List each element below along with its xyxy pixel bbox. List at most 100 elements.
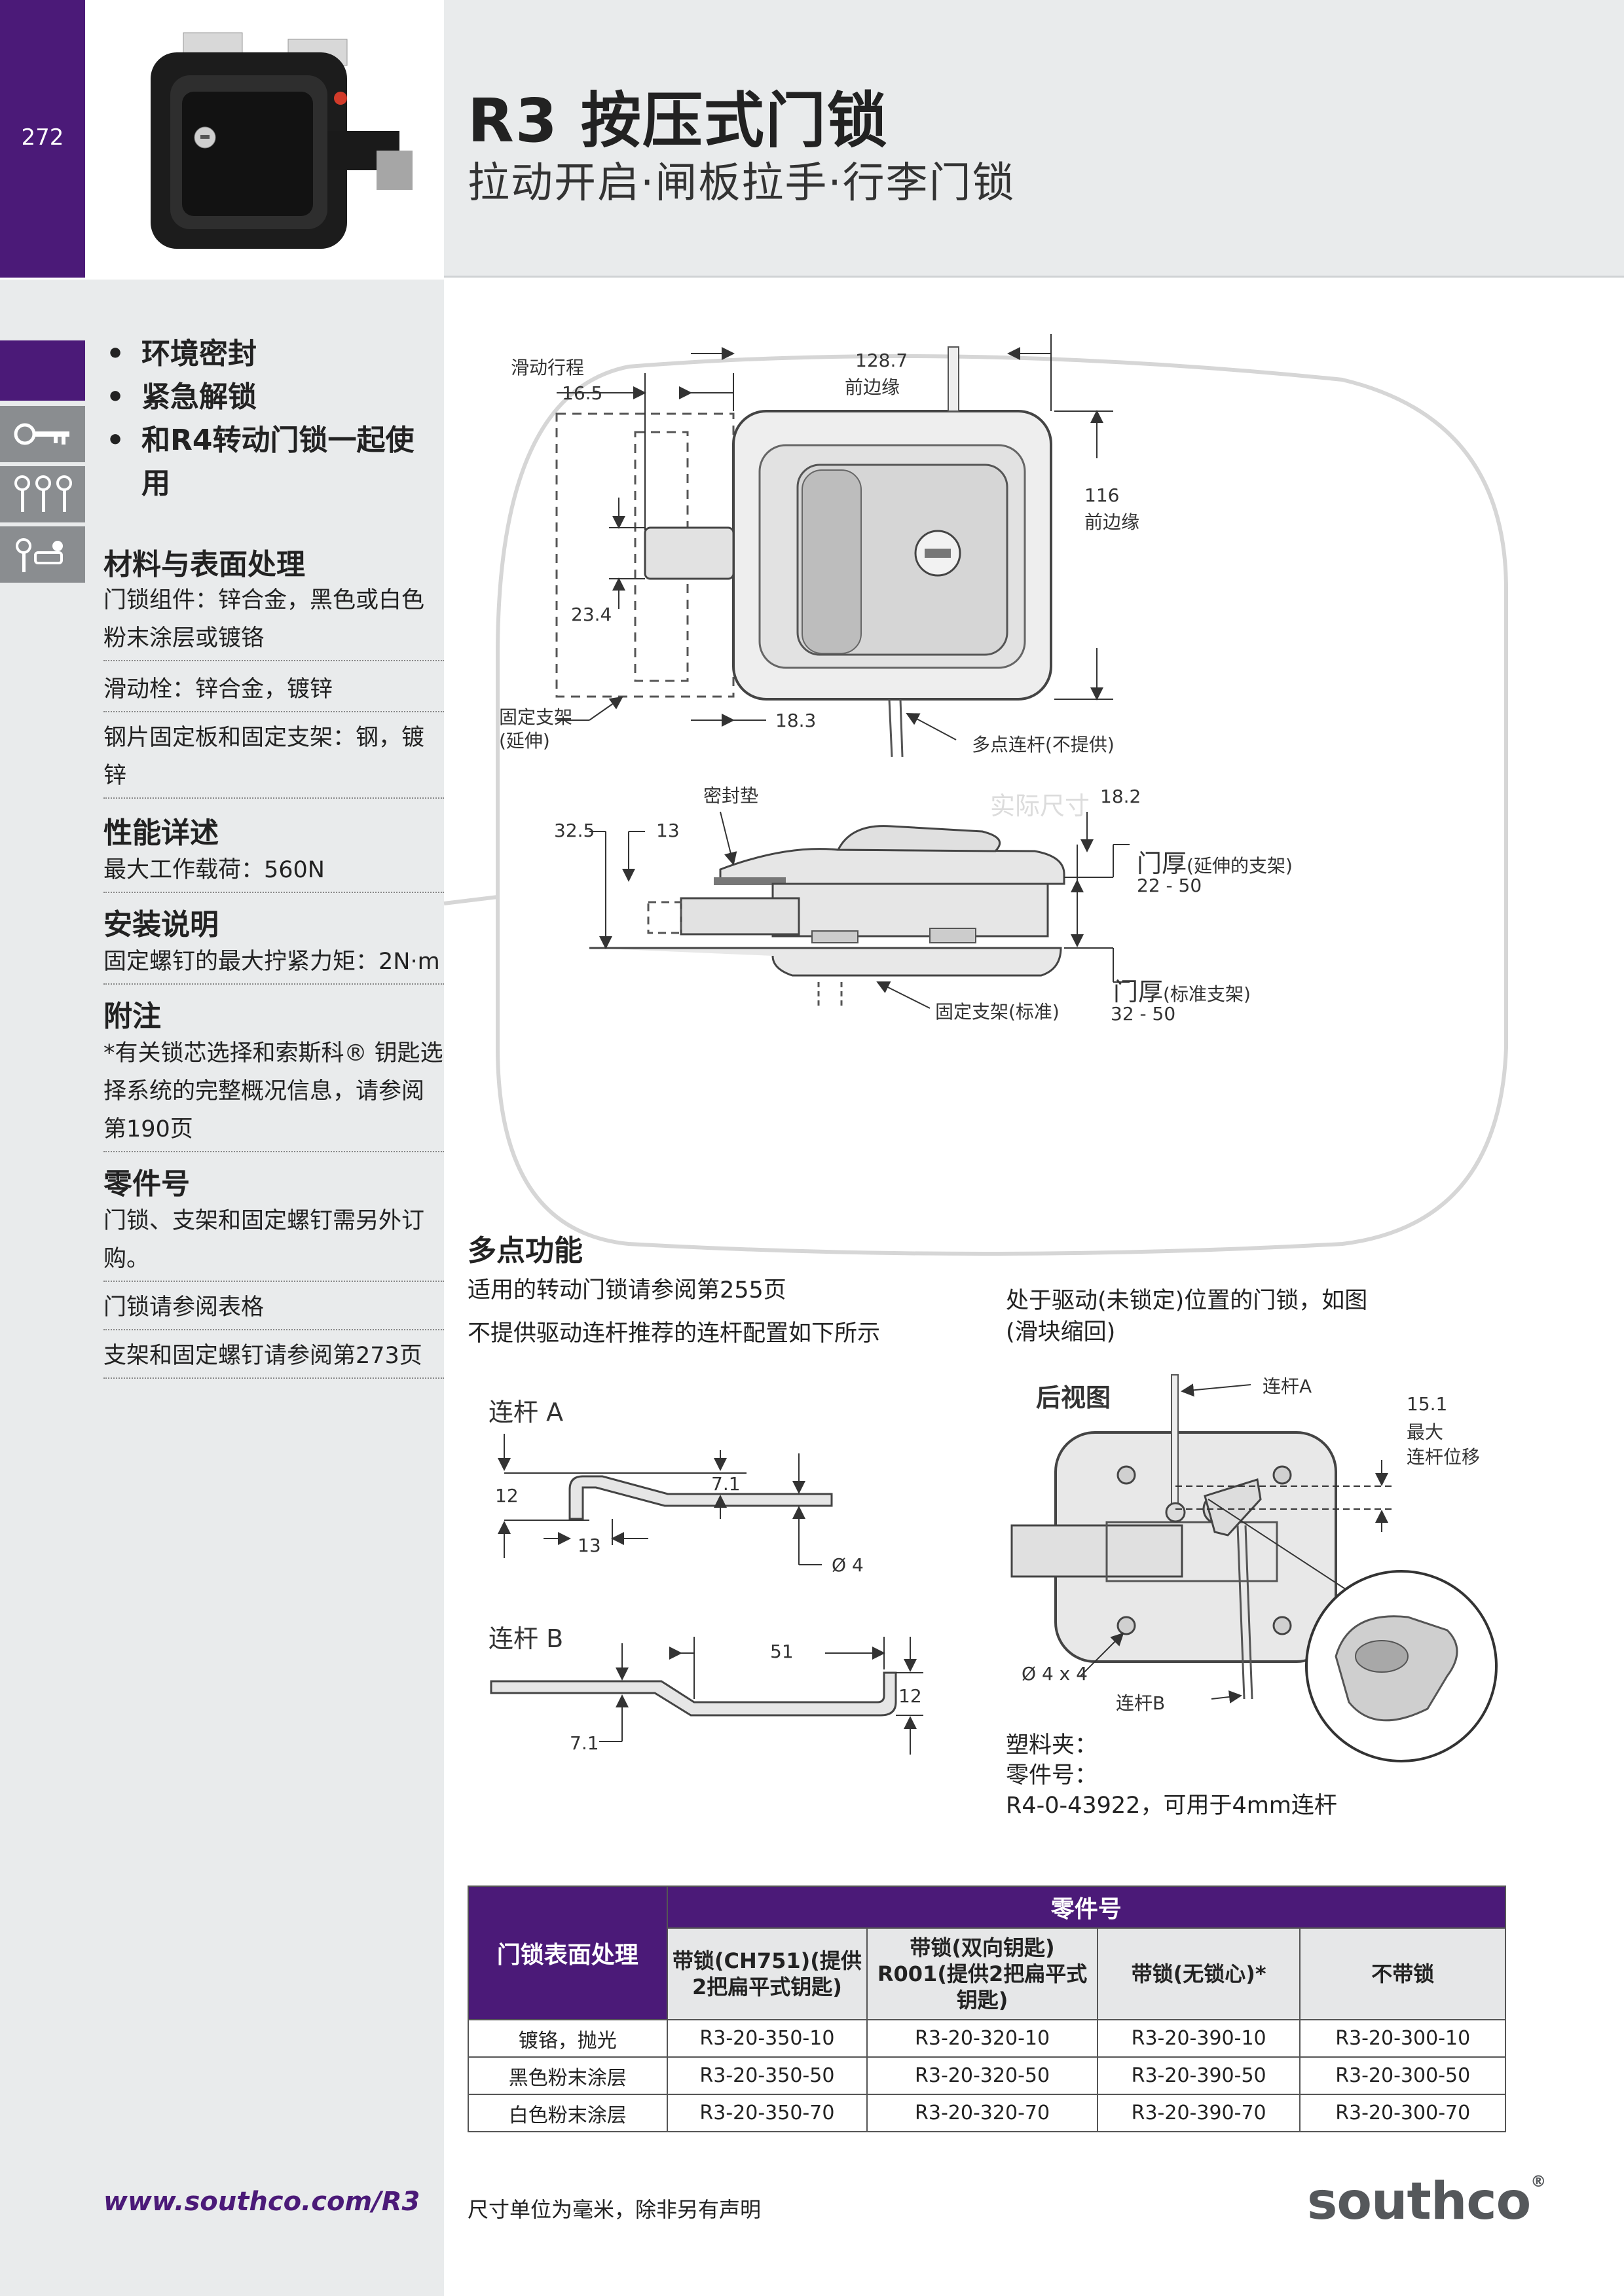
table-cell-part: R3-20-320-70 [866, 2094, 1098, 2132]
part-numbers-row: 支架和固定螺钉请参阅第273页 [103, 1337, 444, 1379]
product-photo [85, 0, 444, 278]
table-cell-part: R3-20-350-10 [666, 2019, 868, 2058]
dim-16-5: 16.5 [562, 382, 603, 404]
southco-logo: southco® [1307, 2172, 1546, 2231]
dim-23-4: 23.4 [571, 604, 612, 625]
range-standard: 32 - 50 [1111, 1003, 1176, 1025]
page-strip: 272 [0, 0, 85, 278]
door-thickness-ext-text: 门厚 [1137, 849, 1187, 878]
part-numbers-row: 门锁、支架和固定螺钉需另外订购。 [103, 1202, 444, 1282]
table-row-header: 门锁表面处理 [468, 1886, 668, 2020]
materials-row: 滑动栓：锌合金，镀锌 [103, 670, 444, 712]
performance-row: 最大工作载荷：560N [103, 851, 444, 893]
door-thickness-ext-note: (延伸的支架) [1187, 855, 1293, 877]
dim-rod-b-12: 12 [898, 1685, 922, 1707]
label-multipoint-rod: 多点连杆(不提供) [972, 734, 1115, 756]
label-bracket-standard: 固定支架(标准) [935, 1001, 1060, 1023]
multipoint-line-2: 不提供驱动连杆推荐的连杆配置如下所示 [468, 1321, 881, 1347]
feature-item: 环境密封 [103, 333, 437, 376]
sidebar [0, 280, 444, 2296]
dim-116: 116 [1084, 484, 1120, 506]
table-cell-part: R3-20-390-50 [1096, 2056, 1301, 2095]
latch-photo-icon [151, 32, 413, 249]
latch-icon [16, 538, 63, 572]
dim-18-2: 18.2 [1100, 786, 1141, 807]
multiple-keys-icon [14, 475, 72, 512]
dim-rod-a-7-1: 7.1 [711, 1473, 741, 1495]
section-title-notes: 附注 [103, 1000, 161, 1033]
table-cell-part: R3-20-320-10 [866, 2019, 1098, 2058]
dim-15-1: 15.1 [1407, 1393, 1448, 1415]
page-title: R3 按压式门锁 [468, 86, 889, 156]
label-front-edge: 前边缘 [845, 376, 900, 398]
dim-128-7: 128.7 [855, 350, 908, 371]
label-door-thickness-ext: 门厚(延伸的支架) [1137, 843, 1293, 879]
clip-line-3: R4-0-43922，可用于4mm连杆 [1006, 1793, 1337, 1819]
dim-32-5: 32.5 [554, 820, 595, 841]
table-cell-finish: 白色粉末涂层 [468, 2094, 668, 2132]
label-rod-displacement: 连杆位移 [1407, 1446, 1481, 1468]
section-title-performance: 性能详述 [103, 816, 219, 850]
dim-rod-a-dia-4: Ø 4 [832, 1554, 864, 1576]
dim-18-3: 18.3 [775, 710, 817, 731]
label-bracket-extended: 固定支架 [499, 706, 573, 728]
label-bracket-extended-note: (延伸) [499, 730, 550, 752]
installation-row: 固定螺钉的最大拧紧力矩：2N·m [103, 943, 444, 985]
dim-dia-4x4: Ø 4 x 4 [1022, 1663, 1088, 1685]
label-seal: 密封垫 [703, 785, 759, 807]
table-cell-part: R3-20-350-70 [666, 2094, 868, 2132]
door-thickness-std-note: (标准支架) [1163, 983, 1251, 1005]
part-numbers-row: 门锁请参阅表格 [103, 1288, 444, 1330]
label-front-edge: 前边缘 [1084, 511, 1140, 533]
section-title-installation: 安装说明 [103, 908, 219, 941]
table-cell-part: R3-20-320-50 [866, 2056, 1098, 2095]
table-col-header: 带锁(CH751)(提供2把扁平式钥匙) [666, 1927, 868, 2020]
table-cell-part: R3-20-350-50 [666, 2056, 868, 2095]
table-cell-part: R3-20-300-10 [1299, 2019, 1506, 2058]
dim-rod-b-7-1: 7.1 [570, 1732, 599, 1754]
table-col-header: 带锁(无锁心)* [1096, 1927, 1301, 2020]
part-number-table: 门锁表面处理 零件号 带锁(CH751)(提供2把扁平式钥匙) 带锁(双向钥匙)… [468, 1886, 1507, 2132]
dim-13: 13 [656, 820, 680, 841]
table-group-header: 零件号 [666, 1886, 1507, 1929]
logo-text: southco [1307, 2172, 1531, 2231]
key-icon [14, 423, 69, 445]
page-subtitle: 拉动开启·闸板拉手·行李门锁 [468, 159, 1016, 208]
materials-row: 门锁组件：锌合金，黑色或白色粉末涂层或镀铬 [103, 581, 444, 661]
notes-row: *有关锁芯选择和索斯科® 钥匙选择系统的完整概况信息，请参阅第190页 [103, 1034, 444, 1152]
label-rear-view: 后视图 [1036, 1383, 1111, 1412]
multipoint-right-1: 处于驱动(未锁定)位置的门锁，如图 [1006, 1288, 1368, 1314]
label-slide-travel: 滑动行程 [511, 357, 585, 378]
materials-row: 钢片固定板和固定支架：钢，镀锌 [103, 719, 444, 799]
range-extended: 22 - 50 [1137, 875, 1202, 896]
feature-item: 紧急解锁 [103, 376, 437, 419]
table-row: 黑色粉末涂层 R3-20-350-50 R3-20-320-50 R3-20-3… [468, 2056, 1506, 2095]
sidebar-tab-key [0, 406, 85, 462]
table-row: 白色粉末涂层 R3-20-350-70 R3-20-320-70 R3-20-3… [468, 2094, 1506, 2132]
door-thickness-std-text: 门厚 [1113, 977, 1164, 1006]
clip-line-2: 零件号： [1006, 1762, 1098, 1789]
label-rod-a: 连杆 A [489, 1398, 564, 1427]
table-cell-part: R3-20-300-70 [1299, 2094, 1506, 2132]
sidebar-tab-latch [0, 526, 85, 583]
section-title-multipoint: 多点功能 [468, 1234, 583, 1267]
dim-rod-a-12: 12 [495, 1485, 519, 1506]
table-cell-finish: 镀铬，抛光 [468, 2019, 668, 2058]
dim-rod-a-13: 13 [578, 1535, 601, 1556]
feature-item: 和R4转动门锁一起使用 [103, 419, 437, 505]
table-col-header: 带锁(双向钥匙) R001(提供2把扁平式钥匙) [866, 1927, 1098, 2020]
units-footnote: 尺寸单位为毫米，除非另有声明 [468, 2197, 762, 2222]
table-cell-part: R3-20-300-50 [1299, 2056, 1506, 2095]
table-cell-part: R3-20-390-10 [1096, 2019, 1301, 2058]
sidebar-tab-active [0, 340, 85, 401]
sidebar-tab-keys [0, 466, 85, 522]
label-rear-rod-b: 连杆B [1116, 1692, 1166, 1714]
label-door-thickness-std: 门厚(标准支架) [1113, 972, 1251, 1008]
table-cell-part: R3-20-390-70 [1096, 2094, 1301, 2132]
website-link[interactable]: www.southco.com/R3 [103, 2187, 420, 2217]
clip-line-1: 塑料夹： [1006, 1732, 1098, 1758]
label-rod-b: 连杆 B [489, 1624, 564, 1653]
dim-rod-b-51: 51 [770, 1641, 794, 1662]
label-max: 最大 [1407, 1421, 1444, 1443]
